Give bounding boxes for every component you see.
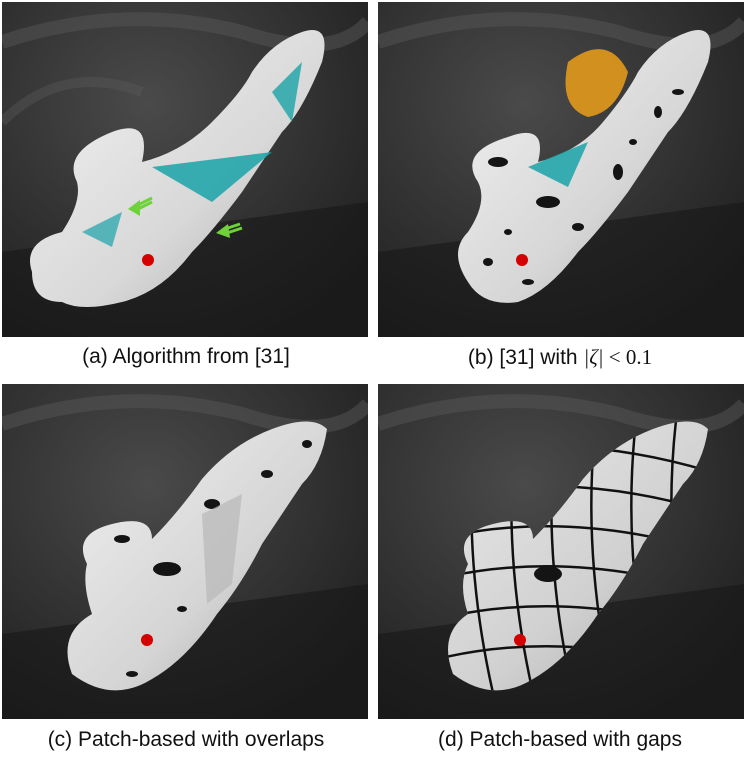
caption-b: (b) [31] with |ζ| < 0.1 (374, 345, 746, 370)
caption-b-operator: < (603, 345, 626, 369)
red-marker (514, 634, 526, 646)
caption-d: (d) Patch-based with gaps (438, 728, 682, 751)
caption-b-text: (b) [31] with (467, 346, 584, 369)
panel-c-image (2, 384, 368, 719)
panel-b-image (378, 2, 744, 337)
caption-c: (c) Patch-based with overlaps (47, 728, 325, 751)
panel-d-image (378, 384, 744, 719)
caption-b-math: |ζ| (583, 345, 604, 369)
red-marker (141, 634, 153, 646)
teal-overlap (528, 142, 588, 187)
caption-a: (a) Algorithm from [31] (82, 345, 290, 368)
red-marker (142, 254, 154, 266)
caption-b-value: 0.1 (625, 345, 653, 369)
green-arrow-icon (216, 222, 243, 238)
surface-mesh (458, 30, 711, 303)
surface-mesh (67, 421, 327, 691)
orange-region (565, 49, 628, 118)
teal-overlap (152, 152, 272, 202)
panel-a-image (2, 2, 368, 337)
red-marker (516, 254, 528, 266)
green-arrow-icon (128, 196, 153, 216)
